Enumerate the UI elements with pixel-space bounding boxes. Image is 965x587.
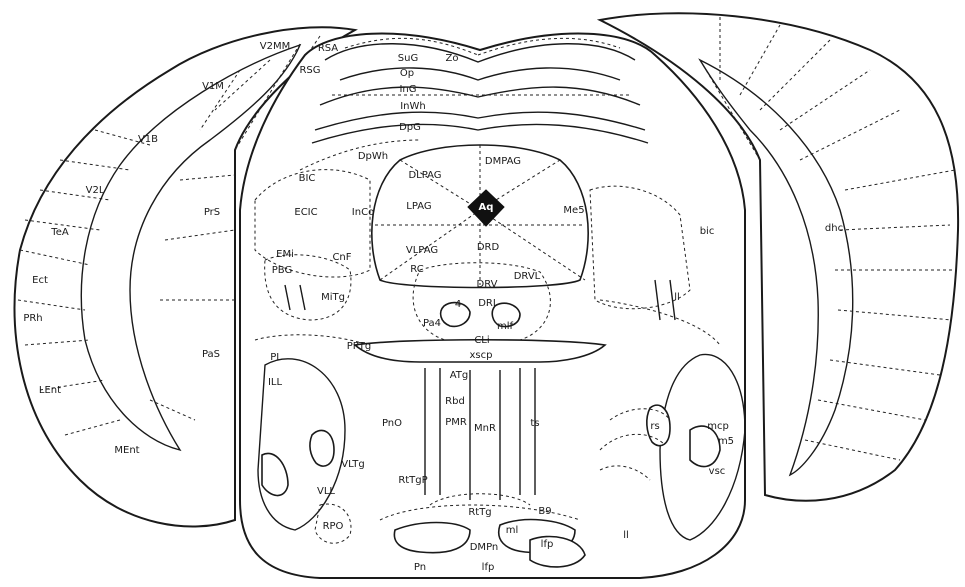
label-vsc: vsc — [709, 466, 726, 477]
label-v1m: V1M — [202, 81, 224, 92]
label-dmpn: DMPn — [470, 542, 499, 553]
label-drd: DRD — [477, 242, 500, 253]
label-rttgp: RtTgP — [398, 475, 427, 486]
label-v1b: V1B — [138, 134, 158, 145]
label-sug: SuG — [398, 53, 418, 64]
label-dpg: DpG — [399, 122, 421, 133]
label-ect: Ect — [32, 275, 48, 286]
label-pmr: PMR — [445, 417, 467, 428]
label-inwh: InWh — [400, 101, 426, 112]
label-pn: Pn — [414, 562, 426, 573]
label-rttg: RtTg — [468, 507, 491, 518]
label-atg: ATg — [450, 370, 469, 381]
label-tea: TeA — [50, 227, 69, 238]
label-bic-left: BIC — [299, 173, 316, 184]
label-mnr: MnR — [474, 423, 496, 434]
label-v2l: V2L — [86, 185, 105, 196]
label-cli: CLi — [474, 335, 489, 346]
label-dmpag: DMPAG — [485, 156, 521, 167]
label-m5: m5 — [718, 436, 734, 447]
label-ill: ILL — [268, 377, 283, 388]
label-b9: B9 — [538, 506, 551, 517]
label-vll: VLL — [317, 486, 335, 497]
label-vltg: VLTg — [341, 459, 365, 470]
label-inco: InCo — [352, 207, 374, 218]
label-emi: EMi — [276, 249, 294, 260]
label-bic-right: bic — [700, 226, 715, 237]
label-ll-bottom: ll — [623, 530, 629, 541]
label-pno: PnO — [382, 418, 402, 429]
label-pas: PaS — [202, 349, 220, 360]
label-rsa: RSA — [318, 43, 338, 54]
label-drvl: DRVL — [514, 271, 541, 282]
label-lfp-right: lfp — [541, 539, 554, 550]
label-dhc: dhc — [825, 223, 843, 234]
label-xscp: xscp — [470, 350, 493, 361]
label-pbg: PBG — [272, 265, 292, 276]
label-pa4: Pa4 — [423, 318, 441, 329]
label-four: 4 — [455, 299, 461, 310]
label-rc: RC — [410, 264, 423, 275]
label-ing: InG — [399, 84, 416, 95]
label-ts: ts — [530, 418, 539, 429]
label-op: Op — [400, 68, 414, 79]
label-ml: ml — [506, 525, 519, 536]
label-prs: PrS — [204, 207, 220, 218]
label-pl: PL — [270, 352, 282, 363]
label-v2mm: V2MM — [260, 41, 290, 52]
label-rbd: Rbd — [445, 396, 465, 407]
label-dri: DRI — [478, 298, 496, 309]
label-lent: LEnt — [39, 385, 61, 396]
label-lpag: LPAG — [406, 201, 431, 212]
label-aq: Aq — [479, 202, 494, 213]
label-prh: PRh — [23, 313, 42, 324]
label-mlf: mlf — [497, 321, 514, 332]
label-pptg: PPTg — [347, 341, 372, 352]
label-rsg: RSG — [299, 65, 320, 76]
label-rpo: RPO — [323, 521, 344, 532]
label-mitg: MiTg — [321, 292, 345, 303]
label-vlpag: VLPAG — [406, 245, 438, 256]
label-dpwh: DpWh — [358, 151, 388, 162]
label-mcp: mcp — [707, 421, 729, 432]
label-zo: Zo — [446, 53, 459, 64]
label-ecic: ECIC — [294, 207, 317, 218]
label-cnf: CnF — [332, 252, 351, 263]
label-ment: MEnt — [114, 445, 139, 456]
label-ll-right: ll — [674, 292, 680, 303]
label-drv: DRV — [477, 279, 498, 290]
label-rs: rs — [650, 421, 659, 432]
label-me5: Me5 — [563, 205, 584, 216]
label-lfp-bottom: lfp — [482, 562, 495, 573]
label-dlpag: DLPAG — [408, 170, 441, 181]
